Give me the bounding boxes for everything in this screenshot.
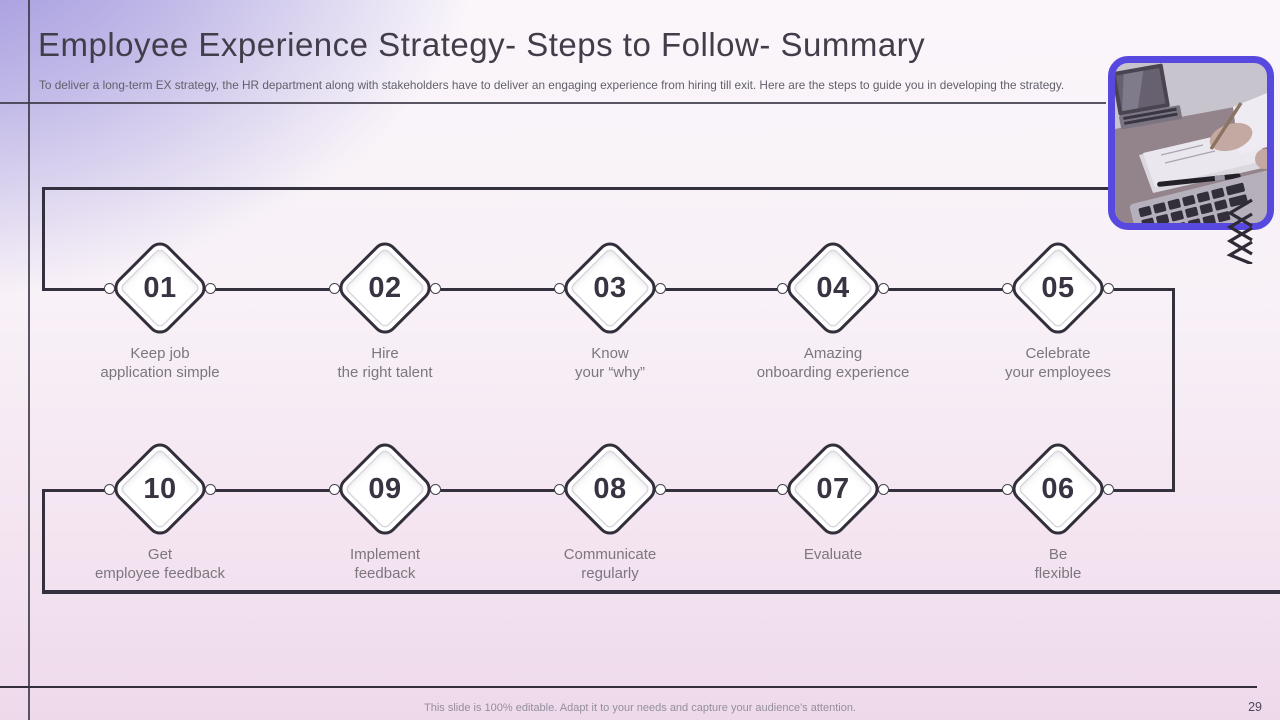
step-07: 07 Evaluate (723, 438, 943, 603)
page-number: 29 (1248, 700, 1262, 714)
connector-dot-right (878, 283, 889, 294)
step-diamond: 06 (1006, 438, 1109, 540)
connector-dot-right (655, 283, 666, 294)
step-diamond: 04 (781, 237, 884, 339)
step-diamond: 10 (108, 438, 211, 540)
connector-dot-right (878, 484, 889, 495)
path-left-vertical-bottom (41, 488, 45, 594)
step-diamond: 07 (781, 438, 884, 540)
path-left-vertical-top (41, 186, 45, 291)
connector-dot-right (205, 484, 216, 495)
step-number: 10 (142, 472, 177, 505)
connector-dot-left (777, 484, 788, 495)
left-margin-line (28, 0, 30, 720)
step-number: 06 (1040, 472, 1075, 505)
footer-note: This slide is 100% editable. Adapt it to… (424, 702, 856, 714)
connector-dot-right (430, 283, 441, 294)
step-diamond: 05 (1006, 237, 1109, 339)
connector-dot-left (554, 484, 565, 495)
connector-dot-right (1103, 484, 1114, 495)
step-diamond: 01 (108, 237, 211, 339)
step-number: 07 (815, 472, 850, 505)
connector-dot-left (104, 484, 115, 495)
connector-dot-left (329, 484, 340, 495)
step-number: 03 (592, 271, 627, 304)
step-diamond: 02 (333, 237, 436, 339)
connector-dot-left (1002, 484, 1013, 495)
header-divider-line (0, 102, 1106, 104)
step-number: 05 (1040, 271, 1075, 304)
step-number: 04 (815, 271, 850, 304)
connector-dot-right (1103, 283, 1114, 294)
double-chevron-left-icon (1226, 198, 1253, 264)
step-number: 09 (367, 472, 402, 505)
connector-dot-right (430, 484, 441, 495)
corner-photo (1108, 56, 1274, 230)
step-diamond: 09 (333, 438, 436, 540)
connector-dot-right (205, 283, 216, 294)
connector-dot-left (329, 283, 340, 294)
step-label: Evaluate (803, 546, 863, 563)
path-right-vertical (1171, 287, 1175, 492)
connector-dot-left (777, 283, 788, 294)
step-number: 02 (367, 271, 402, 304)
desk-writing-photo-illustration (1115, 63, 1267, 223)
connector-dot-right (655, 484, 666, 495)
step-number: 01 (142, 271, 177, 304)
connector-dot-left (104, 283, 115, 294)
path-top-horizontal (41, 186, 1110, 190)
page-subtitle: To deliver a long-term EX strategy, the … (39, 78, 1065, 92)
connector-dot-left (1002, 283, 1013, 294)
step-diamond: 08 (558, 438, 661, 540)
footer-divider-line (0, 686, 1257, 688)
path-bottom-horizontal (41, 589, 1280, 594)
step-number: 08 (592, 472, 627, 505)
step-diamond: 03 (558, 237, 661, 339)
connector-dot-left (554, 283, 565, 294)
page-title: Employee Experience Strategy- Steps to F… (38, 26, 926, 63)
